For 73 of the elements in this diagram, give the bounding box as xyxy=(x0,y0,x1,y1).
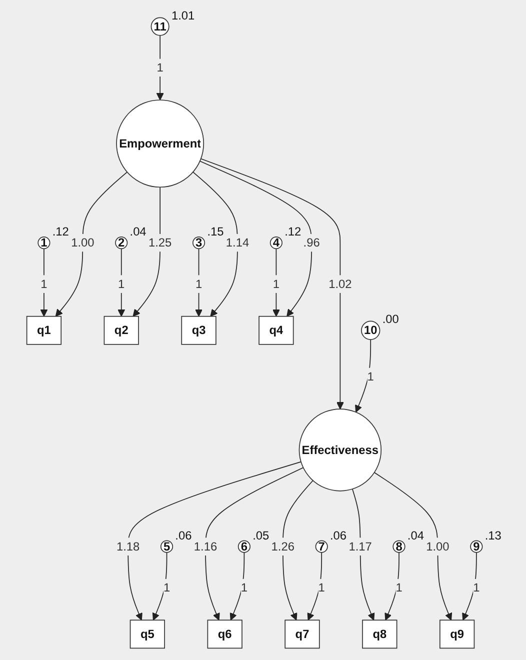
node-circle: 4 xyxy=(270,236,283,250)
edge-label: 1.02 xyxy=(329,276,352,290)
node-circle: 2 xyxy=(116,236,128,250)
edge-label: 1.00 xyxy=(72,236,95,250)
edge-label: 1.25 xyxy=(148,236,172,250)
edge-label: 1 xyxy=(196,276,203,290)
edge-label: 1 xyxy=(368,369,374,384)
arrow xyxy=(462,552,478,620)
node-box: q2 xyxy=(104,316,140,345)
node-circle: 10 xyxy=(361,320,381,340)
node-circle: Effectiveness xyxy=(299,408,382,492)
edge-label: 1.00 xyxy=(426,539,450,553)
arrow xyxy=(200,158,344,410)
variance-label: .04 xyxy=(408,528,424,542)
node-circle: 1 xyxy=(38,236,51,250)
edge-label: 1.16 xyxy=(194,539,218,553)
node-box: q8 xyxy=(362,620,398,649)
variance-label: .04 xyxy=(130,224,147,239)
variance-label: .06 xyxy=(330,528,347,542)
variance-label: .13 xyxy=(485,528,502,542)
node-circle: 9 xyxy=(470,540,484,553)
arrow xyxy=(196,248,203,317)
edge-label: 1 xyxy=(164,580,171,594)
arrow xyxy=(156,34,164,100)
node-box: q6 xyxy=(208,620,243,649)
variance-label: .12 xyxy=(52,224,70,239)
edge-label: 1 xyxy=(318,580,326,594)
edge-label: 1 xyxy=(157,60,164,74)
node-circle: 8 xyxy=(393,540,406,553)
arrow xyxy=(206,467,304,620)
node-box: q7 xyxy=(285,620,320,649)
arrow xyxy=(272,248,280,317)
arrow xyxy=(230,552,246,620)
arrow xyxy=(118,248,126,317)
variance-label: .12 xyxy=(285,224,302,239)
node-circle: 7 xyxy=(316,540,328,553)
node-circle: 6 xyxy=(238,540,251,553)
arrow xyxy=(385,552,400,620)
node-circle: 3 xyxy=(192,236,206,250)
edge-label: 1 xyxy=(241,580,248,594)
edge-label: 1 xyxy=(273,276,280,290)
edge-label: 1.14 xyxy=(226,236,250,250)
node-box: q3 xyxy=(182,316,217,345)
variance-label: 1.01 xyxy=(172,8,196,22)
arrow xyxy=(374,472,453,620)
node-box: q4 xyxy=(259,316,294,345)
edge-label: 1 xyxy=(396,580,403,594)
node-circle: 11 xyxy=(151,17,170,36)
arrow xyxy=(355,339,372,412)
variance-label: .06 xyxy=(176,528,192,542)
arrow xyxy=(128,461,302,620)
node-box: q5 xyxy=(130,620,166,649)
edge-label: 1 xyxy=(41,276,48,290)
arrow xyxy=(152,552,168,620)
arrow xyxy=(352,488,376,620)
node-box: q1 xyxy=(26,316,62,345)
edge-label: .96 xyxy=(304,236,320,250)
edge-label: 1 xyxy=(118,276,126,290)
arrow xyxy=(308,552,322,620)
variance-label: .00 xyxy=(382,312,400,326)
arrow xyxy=(282,480,314,620)
edge-label: 1.26 xyxy=(272,539,295,553)
node-circle: Empowerment xyxy=(116,100,205,188)
variance-label: .15 xyxy=(208,224,224,239)
arrow xyxy=(200,160,312,317)
arrow xyxy=(40,248,48,317)
node-box: q9 xyxy=(440,620,476,649)
node-circle: 5 xyxy=(160,540,174,553)
edge-label: 1.18 xyxy=(116,539,140,553)
edge-label: 1.17 xyxy=(349,539,372,553)
edge-label: 1 xyxy=(474,580,480,594)
arrow xyxy=(133,186,161,317)
variance-label: .05 xyxy=(253,528,270,542)
